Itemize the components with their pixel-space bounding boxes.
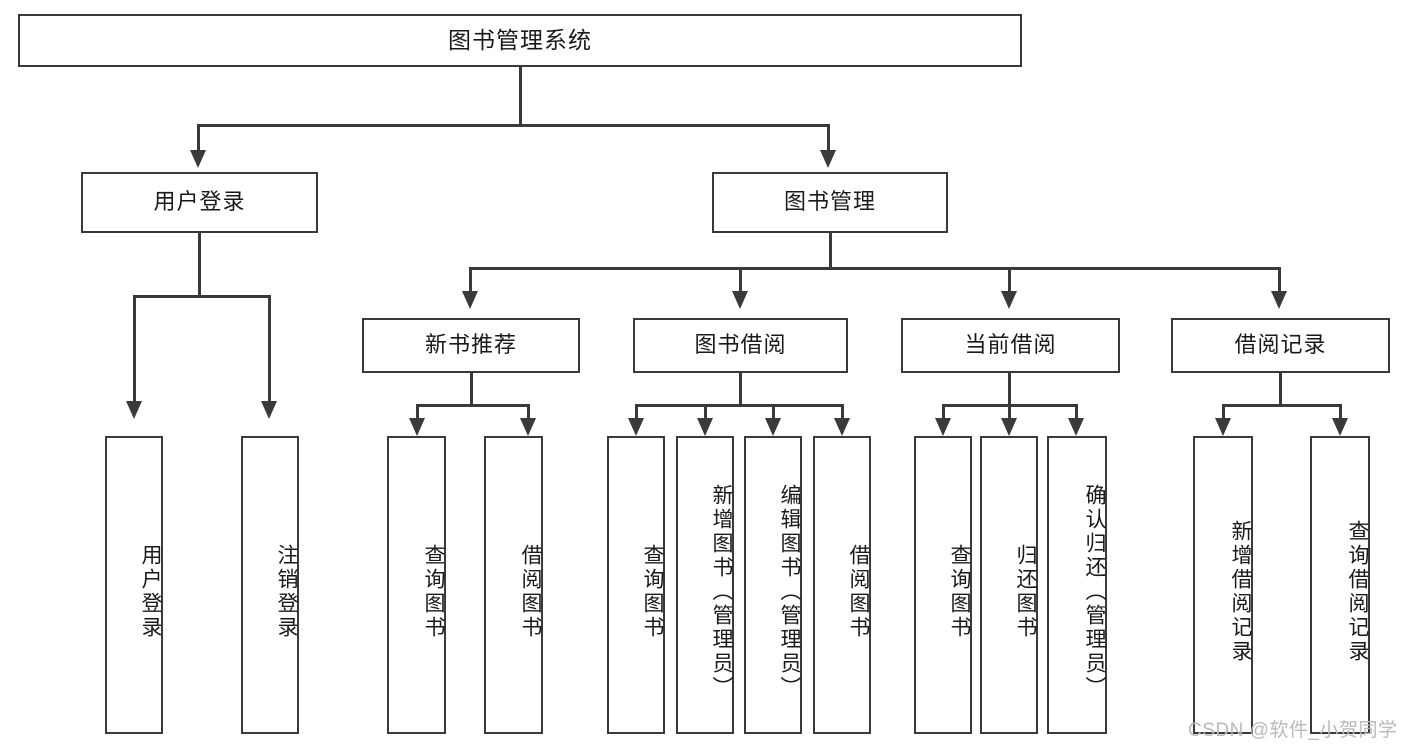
connector-record-leaf1 [1222,404,1225,418]
connector-root-stem [519,67,522,124]
leaf-book-borrow-borrow[interactable]: 借阅图书 [813,436,871,734]
arrow-current-leaf1 [935,418,951,436]
arrow-borrow-leaf1 [628,418,644,436]
connector-userlogin-bar [133,295,270,298]
node-borrow-record[interactable]: 借阅记录 [1171,318,1390,373]
connector-borrow-leaf1 [635,404,638,418]
node-book-borrow[interactable]: 图书借阅 [633,318,848,373]
arrow-current-leaf2 [1001,418,1017,436]
leaf-new-book-query[interactable]: 查询图书 [387,436,446,734]
arrow-borrow-leaf4 [834,418,850,436]
leaf-book-borrow-edit[interactable]: 编辑图书（管理员） [744,436,802,734]
connector-newbook-leaf1 [416,404,419,418]
leaf-user-login-logout[interactable]: 注销登录 [241,436,299,734]
node-book-management[interactable]: 图书管理 [712,172,948,233]
connector-borrow-leaf2 [704,404,707,418]
connector-record-stem [1279,373,1282,407]
connector-current-stem [1008,373,1011,407]
arrow-newbook-leaf1 [409,418,425,436]
arrow-root-to-bookmgmt [820,150,836,168]
connector-newbook-leaf2 [527,404,530,418]
node-root-system[interactable]: 图书管理系统 [18,14,1022,67]
leaf-user-login-login[interactable]: 用户登录 [105,436,163,734]
csdn-watermark: CSDN @软件_小贺同学 [1188,720,1398,741]
connector-userlogin-leaf1 [133,295,136,401]
arrow-bookmgmt-to-current [1001,291,1017,309]
connector-bookmgmt-bar [469,267,1281,270]
arrow-bookmgmt-to-borrow [732,291,748,309]
arrow-record-leaf2 [1332,418,1348,436]
connector-newbook-bar [416,404,530,407]
connector-userlogin-stem [198,233,201,297]
connector-root-bar [197,124,830,127]
connector-bookmgmt-stem [829,233,832,269]
node-user-login[interactable]: 用户登录 [81,172,318,233]
connector-bookmgmt-to-record [1278,267,1281,291]
arrow-bookmgmt-to-record [1271,291,1287,309]
leaf-current-borrow-return[interactable]: 归还图书 [980,436,1038,734]
connector-bookmgmt-to-newbook [469,267,472,291]
connector-userlogin-leaf2 [268,295,271,401]
leaf-book-borrow-add[interactable]: 新增图书（管理员） [676,436,734,734]
leaf-borrow-record-query[interactable]: 查询借阅记录 [1310,436,1370,734]
node-new-book-recommend[interactable]: 新书推荐 [362,318,580,373]
leaf-new-book-borrow[interactable]: 借阅图书 [484,436,543,734]
connector-record-leaf2 [1339,404,1342,418]
connector-root-to-bookmgmt [827,124,830,150]
arrow-borrow-leaf3 [765,418,781,436]
leaf-current-borrow-confirm[interactable]: 确认归还（管理员） [1047,436,1107,734]
leaf-book-borrow-query[interactable]: 查询图书 [607,436,665,734]
connector-bookmgmt-to-current [1008,267,1011,291]
arrow-newbook-leaf2 [520,418,536,436]
connector-borrow-leaf4 [841,404,844,418]
arrow-root-to-userlogin [190,150,206,168]
connector-current-leaf3 [1075,404,1078,418]
leaf-borrow-record-add[interactable]: 新增借阅记录 [1193,436,1253,734]
connector-record-bar [1222,404,1341,407]
arrow-userlogin-leaf1 [126,401,142,419]
connector-root-to-userlogin [197,124,200,150]
connector-current-leaf2 [1008,404,1011,418]
arrow-bookmgmt-to-newbook [462,291,478,309]
connector-current-leaf1 [942,404,945,418]
arrow-current-leaf3 [1068,418,1084,436]
node-current-borrow[interactable]: 当前借阅 [901,318,1120,373]
connector-borrow-stem [739,373,742,407]
connector-newbook-stem [470,373,473,407]
arrow-record-leaf1 [1215,418,1231,436]
connector-borrow-bar [635,404,844,407]
leaf-current-borrow-query[interactable]: 查询图书 [914,436,972,734]
connector-borrow-leaf3 [772,404,775,418]
arrow-borrow-leaf2 [697,418,713,436]
arrow-userlogin-leaf2 [261,401,277,419]
connector-bookmgmt-to-borrow [739,267,742,291]
